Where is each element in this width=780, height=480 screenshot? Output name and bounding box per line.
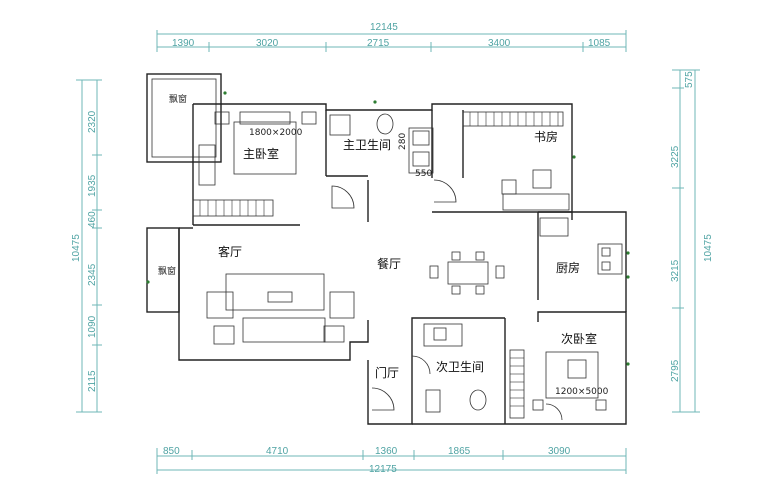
window-marker [626, 275, 630, 279]
bottom-dim-4: 1865 [448, 446, 471, 457]
left-dimensions: 10475 2320 1935 460 2345 1090 2115 [71, 79, 102, 413]
walls [146, 73, 627, 425]
kitchen-label: 厨房 [556, 260, 580, 275]
left-dim-4: 2345 [87, 263, 98, 286]
top-dim-4: 3400 [488, 38, 511, 49]
left-dim-6: 2115 [87, 370, 98, 392]
second-bed [545, 351, 599, 399]
right-dim-2: 3225 [670, 145, 681, 168]
study-door-swing [433, 179, 457, 203]
window-marker [626, 251, 630, 255]
kitchen-fridge [539, 217, 569, 237]
bottom-dim-1: 850 [163, 446, 180, 457]
top-total-dim: 12145 [370, 22, 398, 33]
master-bed-size: 1800×2000 [249, 128, 303, 138]
top-dim-5: 1085 [588, 38, 611, 49]
window-marker [572, 155, 576, 159]
right-dim-1: 575 [684, 71, 695, 88]
bath-dim-a: 550 [415, 169, 432, 179]
bath-dim-b: 280 [398, 133, 408, 150]
fixtures [146, 91, 630, 421]
window-marker [373, 100, 377, 104]
top-dim-1: 1390 [172, 38, 195, 49]
second-wardrobe [509, 349, 525, 419]
left-dim-5: 1090 [87, 315, 98, 338]
master-bath-vanity [408, 127, 434, 174]
master-bath-label: 主卫生间 [343, 138, 391, 152]
right-dimensions: 575 3225 3215 2795 10475 [670, 69, 714, 413]
top-dim-2: 3020 [256, 38, 279, 49]
second-bed-size: 1200×5000 [555, 387, 609, 397]
study-bookshelf [462, 111, 564, 127]
second-bath-door-swing [411, 355, 431, 375]
study-label: 书房 [534, 129, 558, 144]
dining-room-label: 餐厅 [377, 256, 401, 271]
bay-window-living-label: 飘窗 [158, 265, 176, 277]
bay-window-top-label: 飘窗 [169, 93, 187, 105]
bottom-dim-5: 3090 [548, 446, 571, 457]
second-bedroom-door-swing [545, 403, 563, 421]
coffee-table [267, 291, 293, 303]
left-dim-3: 460 [87, 211, 98, 228]
entry-door-swing [371, 387, 395, 411]
master-toilet [376, 113, 394, 135]
second-toilet [469, 389, 487, 411]
bottom-dim-3: 1360 [375, 446, 398, 457]
left-dim-1: 2320 [87, 110, 98, 133]
master-wardrobe [192, 199, 274, 217]
living-room-label: 客厅 [218, 244, 242, 259]
room-labels: 飘窗 主卧室 主卫生间 书房 客厅 飘窗 餐厅 厨房 次卫生间 次卧室 门厅 1… [158, 93, 609, 397]
master-bedroom-label: 主卧室 [243, 146, 279, 161]
right-total-dim: 10475 [703, 234, 714, 262]
right-dim-3: 3215 [670, 259, 681, 282]
entry-label: 门厅 [375, 365, 399, 380]
bottom-total-dim: 12175 [369, 464, 397, 475]
living-sofa [242, 317, 326, 343]
window-marker [223, 91, 227, 95]
left-total-dim: 10475 [71, 234, 82, 262]
window-marker [626, 362, 630, 366]
second-bath-label: 次卫生间 [436, 360, 484, 374]
dining-table [447, 261, 489, 285]
window-marker [146, 280, 150, 284]
bottom-dim-2: 4710 [266, 446, 289, 457]
study-desk [502, 193, 570, 211]
top-dim-3: 2715 [367, 38, 390, 49]
second-bedroom-label: 次卧室 [561, 331, 597, 346]
top-bay-window-outline [146, 73, 222, 163]
second-bath-counter [423, 323, 463, 347]
master-door-swing [331, 185, 355, 209]
top-dimensions: 12145 1390 3020 2715 3400 1085 [156, 22, 627, 52]
left-dim-2: 1935 [87, 174, 98, 197]
kitchen-sink [597, 243, 623, 275]
master-bed [233, 121, 297, 175]
right-dim-4: 2795 [670, 359, 681, 382]
bottom-dimensions: 850 4710 1360 1865 3090 12175 [156, 446, 627, 475]
